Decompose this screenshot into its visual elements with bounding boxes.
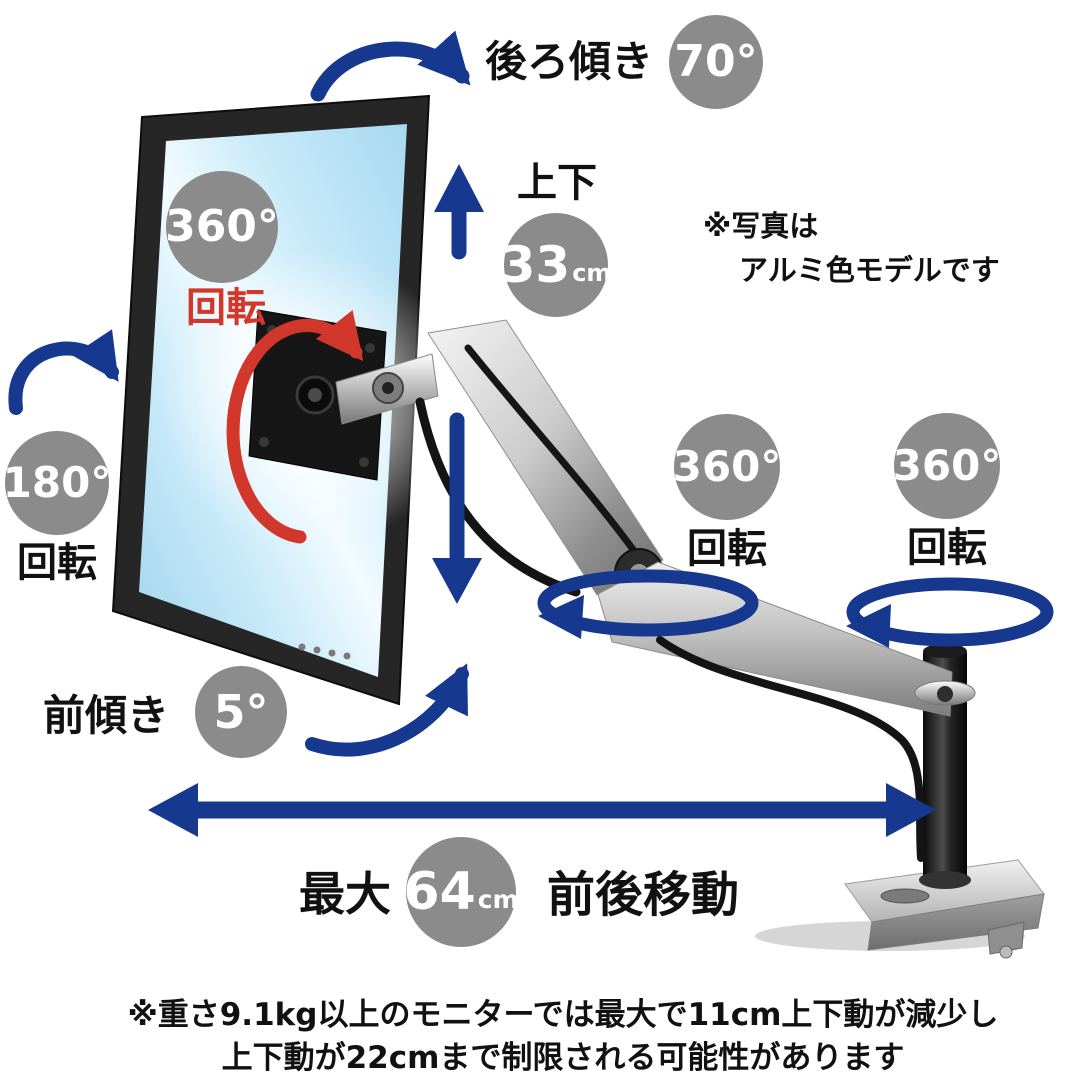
pole-rotate-value: 360°: [892, 441, 1002, 490]
arm-rotate-badge: 360°: [672, 414, 782, 520]
travel-prefix-label: 最大: [299, 867, 391, 921]
screen-rotate-value: 360°: [165, 201, 279, 252]
pan-range-value: 180°: [2, 458, 112, 507]
monitor-buttons: [298, 643, 351, 660]
photo-note-line1: ※写真は: [703, 209, 819, 243]
photo-note-line2: アルミ色モデルです: [739, 252, 1000, 287]
footnote-line1: ※重さ9.1kg以上のモニターでは最大で11cm上下動が減少し: [127, 997, 999, 1033]
tilt-back-arrow: [310, 30, 471, 102]
arm-rotate-value: 360°: [672, 442, 782, 491]
tilt-back-angle-badge: 70°: [669, 15, 763, 109]
travel-range-badge: 64 cm: [403, 837, 519, 947]
pan-label: 回転: [17, 540, 97, 586]
hinge-cable: [415, 397, 581, 597]
footnote: ※重さ9.1kg以上のモニターでは最大で11cm上下動が減少し 上下動が22cm…: [128, 994, 999, 1080]
arm-rotate-arrow: [537, 569, 759, 639]
lift-arrow: [432, 164, 484, 604]
travel-range-unit: cm: [477, 884, 519, 914]
annotation-arrows: [8, 30, 1054, 837]
screen-rotate-arrow: [226, 309, 364, 544]
pan-rotate-arrow: [8, 329, 119, 415]
screen-rotate-badge: 360°: [165, 171, 279, 283]
footnote-line2: 上下動が22cmまで制限される可能性があります: [221, 1040, 905, 1077]
travel-arrow: [148, 783, 936, 837]
lift-range-badge: 33 cm: [500, 213, 612, 317]
lift-range-unit: cm: [572, 258, 612, 287]
tilt-forward-angle-value: 5°: [213, 685, 269, 739]
arm-cable: [464, 344, 646, 566]
pan-range-badge: 180°: [2, 431, 112, 535]
tilt-forward-angle-badge: 5°: [195, 666, 287, 758]
pole-rotate-badge: 360°: [892, 413, 1002, 519]
clamp: [987, 921, 1025, 955]
upper-arm: [427, 319, 664, 596]
tilt-head: [335, 353, 581, 597]
tilt-back-label: 後ろ傾き: [484, 37, 654, 86]
travel-suffix-label: 前後移動: [546, 867, 740, 923]
tilt-forward-arrow: [305, 663, 469, 757]
lift-range-value: 33: [500, 236, 571, 294]
screen-rotate-label: 回転: [186, 285, 266, 331]
lift-label: 上下: [517, 160, 597, 206]
travel-range-value: 64: [403, 862, 476, 922]
pole-rotate-arrow: [846, 577, 1054, 648]
pole-rotate-label: 回転: [907, 525, 987, 571]
tilt-back-angle-value: 70°: [674, 36, 758, 87]
tilt-forward-label: 前傾き: [42, 691, 170, 740]
desk-base: [755, 859, 1045, 959]
arm-rotate-label: 回転: [687, 526, 767, 572]
photo-note: ※写真は アルミ色モデルです: [703, 205, 1000, 292]
